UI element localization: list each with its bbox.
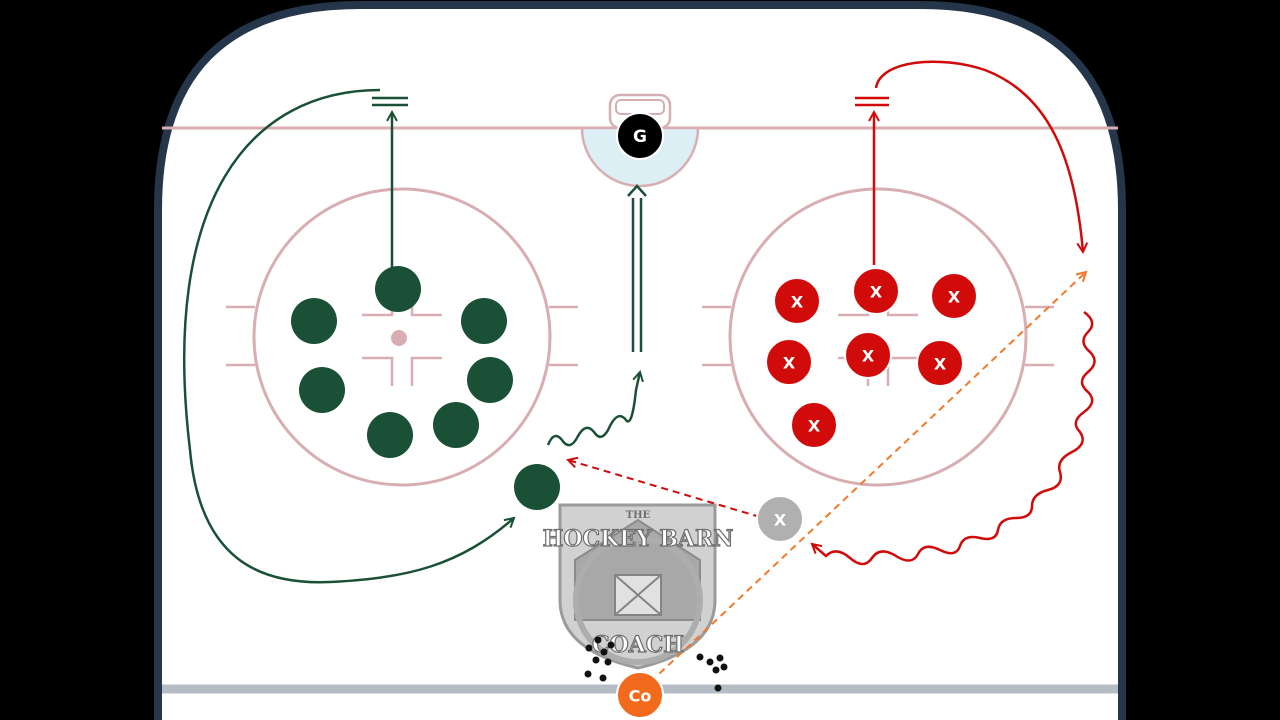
left-faceoff-circle [226,187,578,487]
logo-line1: THE [626,510,651,521]
green-player[interactable] [367,412,413,458]
red-player[interactable]: X [844,331,892,379]
gray-pass-arrow [568,460,761,518]
hockey-barn-logo: THE HOCKEY BARN COACH [542,503,734,670]
red-player[interactable]: X [852,267,900,315]
green-player-with-puck[interactable] [514,464,560,510]
red-skate-path [874,60,1083,252]
red-player[interactable]: X [773,277,821,325]
red-player[interactable]: X [790,401,838,449]
green-player[interactable] [467,357,513,403]
red-player[interactable]: X [930,272,978,320]
green-skate-path [182,88,514,584]
green-carry-path [546,372,640,447]
logo-line2: HOCKEY BARN [543,526,734,552]
red-player[interactable]: X [916,339,964,387]
coach-token[interactable]: Co [616,671,664,719]
shot-arrow [627,184,647,352]
puck-pile [584,636,728,692]
green-stop-icon [372,96,408,107]
red-carry-path [812,310,1096,566]
red-stop-icon [855,96,889,107]
neutral-player-token[interactable]: X [756,495,804,543]
green-player[interactable] [291,298,337,344]
green-player[interactable] [299,367,345,413]
rink-boards [154,0,1126,720]
red-player[interactable]: X [765,338,813,386]
green-team [291,266,560,510]
goalie-token[interactable]: G [616,112,664,160]
coach-pass-arrow [641,272,1086,691]
green-player[interactable] [461,298,507,344]
green-player[interactable] [375,266,421,312]
logo-line3: COACH [592,632,684,658]
green-player[interactable] [433,402,479,448]
